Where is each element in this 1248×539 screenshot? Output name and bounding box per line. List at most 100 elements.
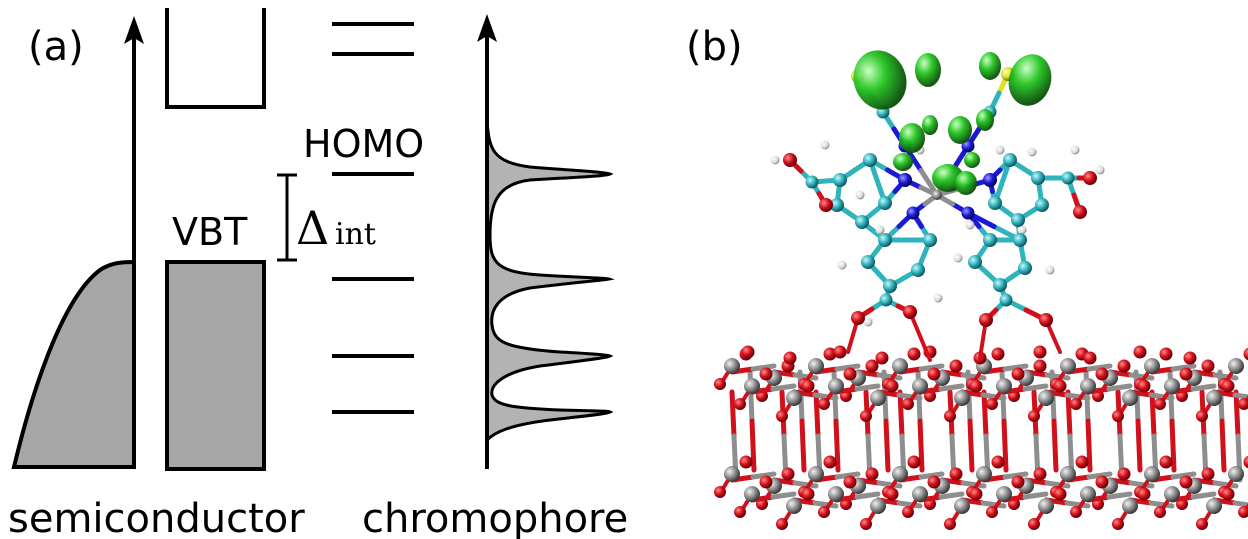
titanium-atom — [870, 498, 886, 514]
bond — [812, 392, 839, 401]
oxygen-atom — [843, 475, 857, 489]
oxygen-atom — [759, 367, 773, 381]
bond — [750, 471, 777, 480]
bond — [1044, 372, 1071, 381]
bond — [1064, 500, 1091, 509]
oxygen-atom — [1053, 379, 1067, 393]
semiconductor-axis-arrowhead — [124, 16, 144, 44]
bond — [1086, 363, 1113, 372]
bond — [876, 480, 903, 489]
conduction-band — [165, 8, 266, 109]
bond — [813, 389, 821, 439]
bond — [1190, 383, 1217, 392]
oxygen-atom — [969, 379, 983, 393]
hydrogen-atom — [1017, 225, 1027, 235]
titanium-atom — [1060, 466, 1076, 482]
oxygen-atom — [1039, 313, 1053, 327]
oxygen-atom — [1196, 518, 1208, 530]
orbital-lobe — [979, 52, 1001, 80]
orbital-lobe — [915, 53, 941, 87]
oxygen-atom — [818, 398, 830, 410]
titanium-atom — [1144, 466, 1160, 482]
delta-symbol: Δ — [296, 201, 329, 255]
titanium-atom — [744, 486, 760, 502]
oxygen-atom — [1133, 345, 1147, 359]
hydrogen-atom — [770, 155, 780, 165]
oxygen-atom — [944, 518, 956, 530]
titanium-atom — [954, 498, 970, 514]
titanium-atom — [1228, 358, 1244, 374]
orbital-lobe — [1008, 54, 1052, 106]
oxygen-atom — [907, 455, 921, 469]
oxygen-atom — [1033, 467, 1047, 481]
bond — [792, 372, 819, 381]
carbon-atom — [878, 233, 892, 247]
hydrogen-atom — [820, 140, 830, 150]
bond — [938, 383, 965, 392]
bond — [918, 471, 945, 480]
carbon-atom — [883, 279, 897, 293]
orbital-lobe — [922, 115, 938, 135]
delta-int-bracket — [277, 173, 297, 262]
bond — [1044, 480, 1071, 489]
oxygen-atom — [843, 367, 857, 381]
oxygen-atom — [885, 487, 899, 501]
bond — [1212, 480, 1239, 489]
oxygen-atom — [1075, 455, 1089, 469]
titanium-atom — [996, 486, 1012, 502]
chromophore-label: chromophore — [362, 496, 628, 539]
carbon-atom — [1011, 213, 1025, 227]
hydrogen-atom — [875, 225, 885, 235]
oxygen-atom — [903, 305, 917, 319]
bond — [750, 363, 777, 372]
bond — [917, 418, 925, 473]
oxygen-atom — [741, 345, 755, 359]
semiconductor-label: semiconductor — [8, 496, 305, 539]
oxygen-atom — [833, 345, 847, 359]
bond — [1022, 491, 1049, 500]
bond — [729, 389, 737, 439]
oxygen-atom — [1083, 171, 1097, 185]
oxygen-atom — [1070, 398, 1082, 410]
bond — [918, 363, 945, 372]
oxygen-atom — [927, 367, 941, 381]
oxygen-atom — [865, 467, 879, 481]
oxygen-atom — [944, 410, 956, 422]
nitrogen-atom — [898, 173, 912, 187]
panel-b-label: (b) — [686, 24, 743, 70]
bond — [799, 418, 807, 473]
titanium-atom — [1164, 486, 1180, 502]
oxygen-atom — [1179, 475, 1193, 489]
oxygen-atom — [714, 486, 726, 498]
oxygen-atom — [1073, 205, 1087, 219]
bond — [1065, 389, 1073, 439]
nitrogen-atom — [906, 206, 920, 220]
bond — [1106, 491, 1133, 500]
bond — [854, 491, 881, 500]
bond — [978, 337, 985, 360]
bond — [960, 480, 987, 489]
titanium-atom — [976, 466, 992, 482]
oxygen-atom — [1238, 506, 1248, 518]
oxygen-atom — [823, 455, 837, 469]
delta-subscript: int — [335, 217, 376, 252]
oxygen-atom — [865, 359, 879, 373]
bond — [896, 500, 923, 509]
oxygen-atom — [902, 398, 914, 410]
oxygen-atom — [851, 311, 865, 325]
oxygen-atom — [1159, 455, 1173, 469]
bond — [896, 392, 923, 401]
bond — [918, 334, 932, 362]
carbon-atom — [830, 198, 844, 212]
oxygen-atom — [801, 379, 815, 393]
oxygen-atom — [860, 410, 872, 422]
bond — [1232, 392, 1248, 400]
orbital-lobe — [955, 171, 977, 195]
bond — [1128, 372, 1155, 381]
carbon-atom — [1018, 261, 1032, 275]
oxygen-atom — [714, 378, 726, 390]
oxygen-atom — [1243, 347, 1248, 361]
bond — [1001, 418, 1009, 473]
oxygen-atom — [1201, 467, 1215, 481]
